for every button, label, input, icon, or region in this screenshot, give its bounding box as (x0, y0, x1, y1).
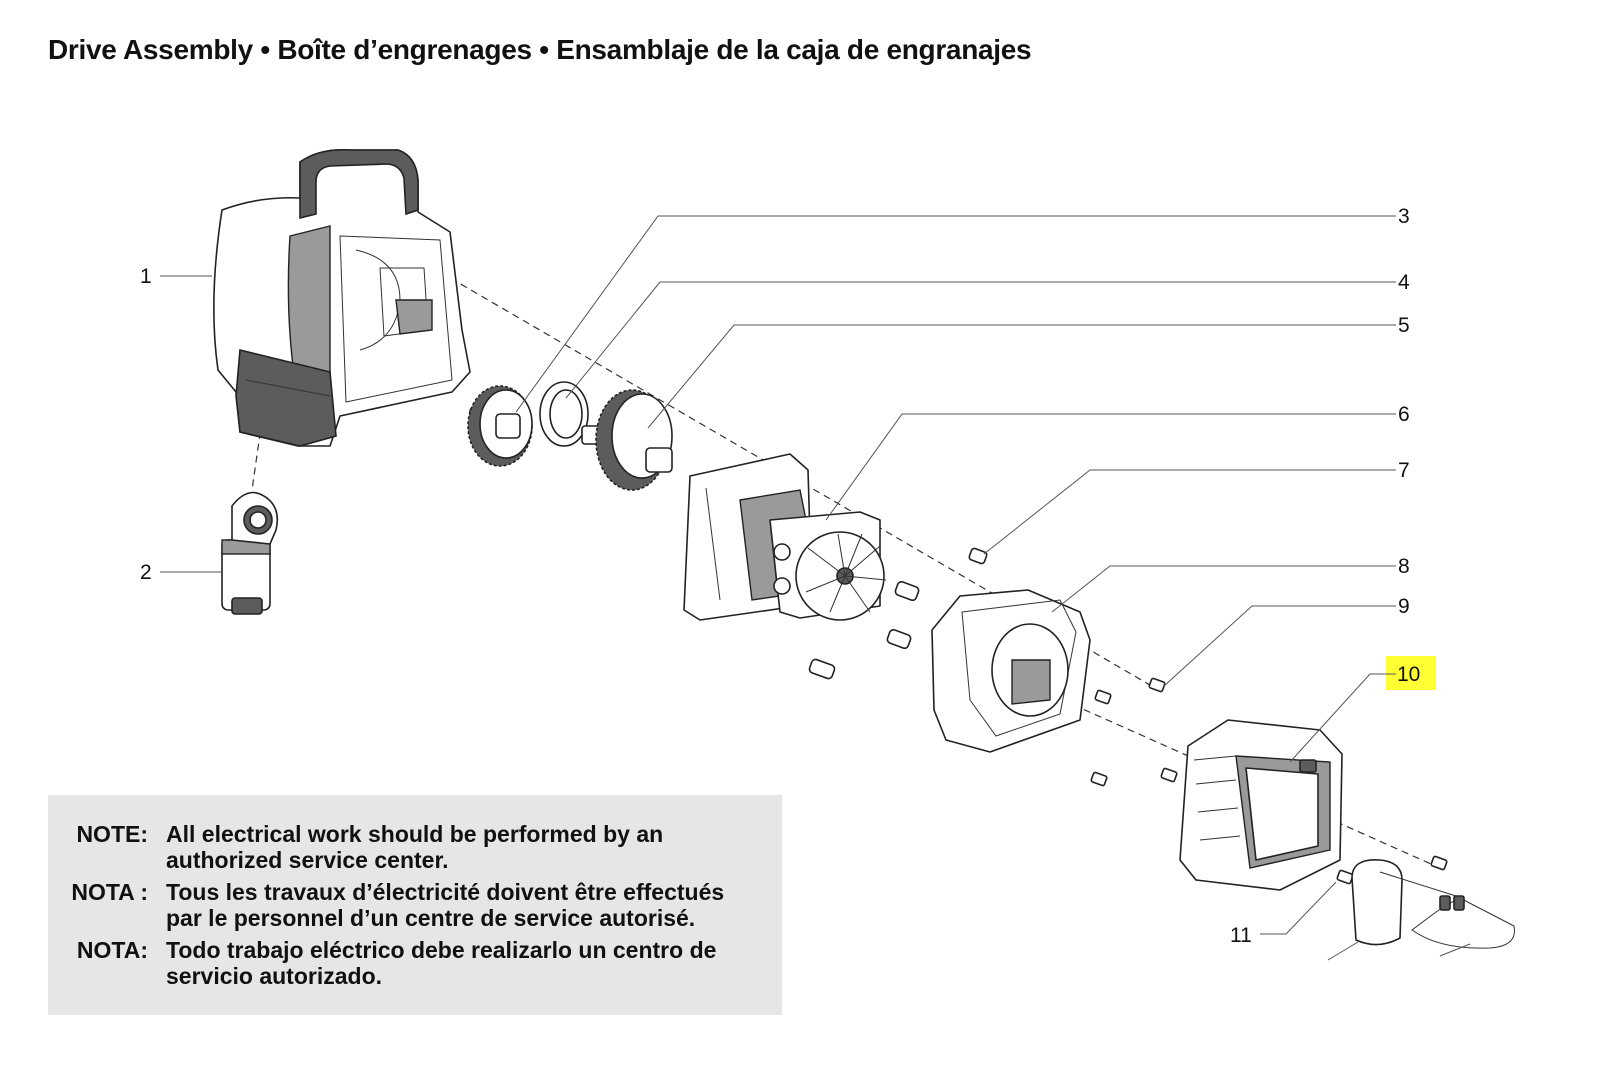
callout-2: 2 (140, 561, 152, 584)
leader-lines (160, 215, 1471, 961)
part-1-housing (213, 148, 471, 447)
part-11-capacitor (1336, 855, 1515, 949)
note-label: NOTE: (76, 821, 148, 847)
note-text: Todo trabajo eléctrico debe realizarlo u… (166, 937, 717, 989)
callout-3: 3 (1398, 205, 1410, 228)
callout-5: 5 (1398, 314, 1410, 337)
note-label: NOTA: (76, 937, 148, 963)
callout-6: 6 (1398, 403, 1410, 426)
callout-11: 11 (1230, 924, 1252, 947)
note-text: All electrical work should be performed … (166, 821, 664, 873)
part-10-control-housing (1179, 719, 1343, 891)
part-7-screws (808, 547, 988, 680)
callout-10: 10 (1397, 663, 1420, 686)
part-9-screw (1148, 677, 1178, 783)
electrical-note-box: NOTE: All electrical work should be perf… (48, 795, 782, 1015)
callout-4: 4 (1398, 271, 1410, 294)
callout-7: 7 (1398, 459, 1410, 482)
page-title: Drive Assembly • Boîte d’engrenages • En… (48, 34, 1032, 65)
part-2-fitting (221, 491, 279, 615)
part-8-bracket (931, 589, 1112, 787)
part-3-gear (467, 385, 533, 467)
part-4-washer (539, 381, 589, 447)
note-label: NOTA : (71, 879, 148, 905)
note-text: Tous les travaux d’électricité doivent ê… (166, 879, 725, 931)
callout-1: 1 (140, 265, 152, 288)
part-6-motor (683, 453, 887, 621)
callout-10-highlight (1386, 656, 1436, 690)
callout-9: 9 (1398, 595, 1410, 618)
part-5-gear-shaft (581, 389, 673, 491)
callout-8: 8 (1398, 555, 1410, 578)
